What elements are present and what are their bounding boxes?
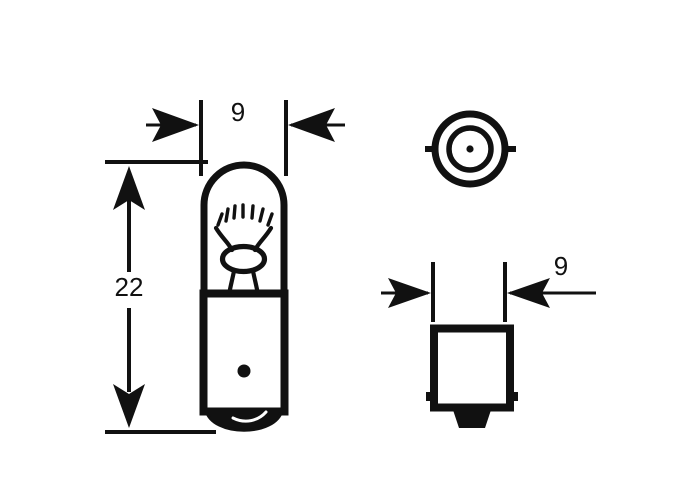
base-inner-circle xyxy=(446,125,494,173)
bottom-end-view xyxy=(425,110,516,188)
arrowhead-left xyxy=(152,108,199,142)
contact-highlight xyxy=(231,410,268,423)
dimension-base-width: 9 xyxy=(381,251,596,322)
filament-loop xyxy=(219,243,268,275)
arrowhead-right xyxy=(507,278,550,308)
arrowhead-up xyxy=(113,166,145,210)
dimension-label-bulb-diameter: 9 xyxy=(231,97,245,127)
bayonet-pin-dot xyxy=(237,364,251,378)
base-side-view xyxy=(426,324,518,428)
filament-lead-upper-left xyxy=(213,225,235,253)
bayonet-pin-right xyxy=(509,392,518,401)
front-elevation-view xyxy=(199,161,289,432)
trapezoid-contact xyxy=(452,407,492,428)
dimension-label-base-width: 9 xyxy=(554,251,568,281)
oval-loop-filament xyxy=(213,203,274,298)
arrowhead-down xyxy=(113,384,145,428)
bayonet-pin-left xyxy=(426,392,435,401)
filament-light-rays xyxy=(216,203,274,227)
dimension-overall-height: 22 xyxy=(105,160,216,434)
metal-base-body xyxy=(199,289,289,416)
base-outer-circle xyxy=(431,110,509,188)
glass-envelope-outline xyxy=(200,161,288,296)
filament-lead-upper-right xyxy=(252,225,274,253)
square-base-outline xyxy=(430,324,514,412)
dimension-label-overall-height: 22 xyxy=(115,272,144,302)
arrowhead-left xyxy=(388,278,431,308)
center-contact-dot xyxy=(466,145,474,153)
arrowhead-right xyxy=(288,108,335,142)
